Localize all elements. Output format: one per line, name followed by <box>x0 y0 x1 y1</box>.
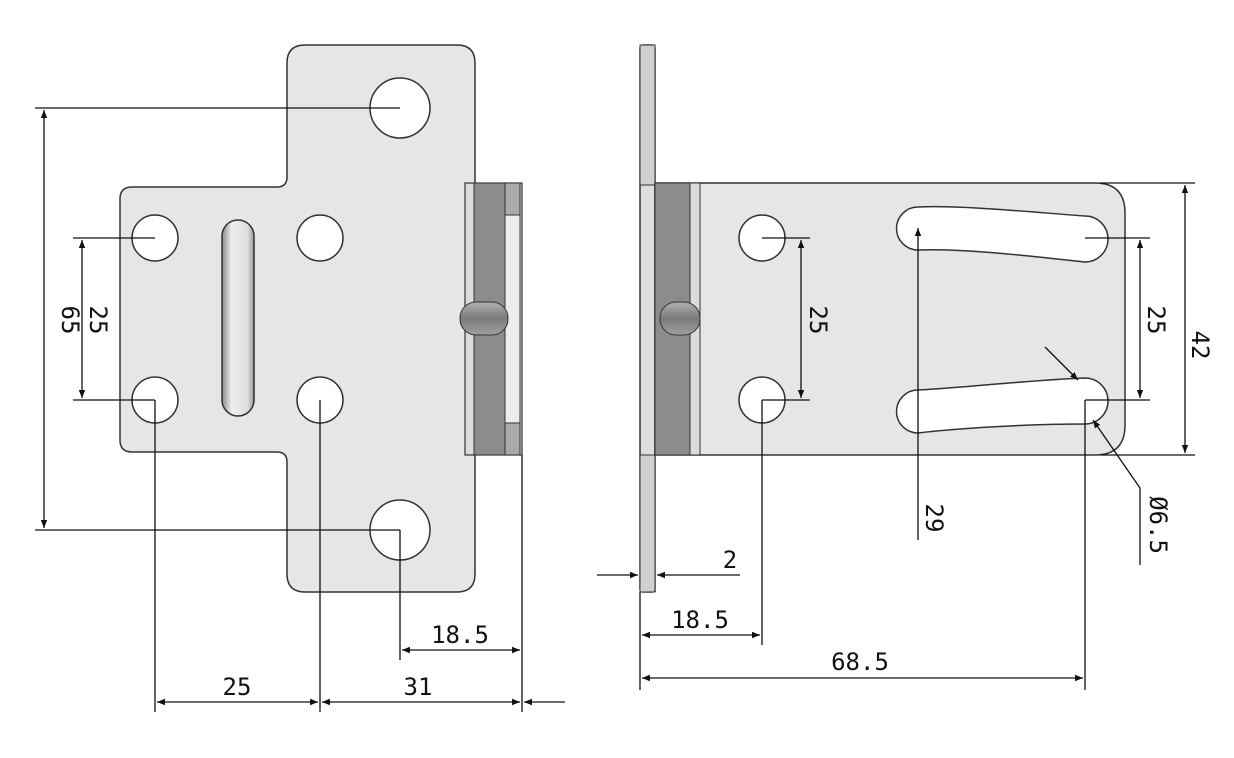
dim-overall-height: 65 <box>56 306 84 335</box>
dim-hole-spacing-vertical: 25 <box>804 306 832 335</box>
hole <box>296 214 344 262</box>
dim-plate-thickness: 2 <box>723 546 737 574</box>
dim-slot-spacing-vertical: 25 <box>1142 306 1170 335</box>
side-view: 2 18.5 68.5 25 25 42 29 Ø6.5 <box>597 44 1214 690</box>
dim-slot-offset: 68.5 <box>831 648 889 676</box>
dim-slot-length: 29 <box>920 504 948 533</box>
dim-hole-offset: 18.5 <box>671 606 729 634</box>
front-view: 65 25 25 31 18.5 <box>35 44 565 712</box>
dim-hole-to-edge: 31 <box>404 673 433 701</box>
dim-hole-spacing-horizontal: 25 <box>223 673 252 701</box>
dim-hole-spacing-vertical: 25 <box>84 306 112 335</box>
dim-overall-height: 42 <box>1186 331 1214 360</box>
front-dimension-lines <box>35 107 565 712</box>
t-plate <box>119 44 476 593</box>
dim-hole-diameter: Ø6.5 <box>1144 496 1172 554</box>
hinge-knuckle <box>459 182 523 456</box>
side-dimension-lines <box>597 182 1195 690</box>
slot <box>221 219 255 417</box>
dim-center-to-edge: 18.5 <box>431 621 489 649</box>
slot-upper <box>895 205 1109 263</box>
